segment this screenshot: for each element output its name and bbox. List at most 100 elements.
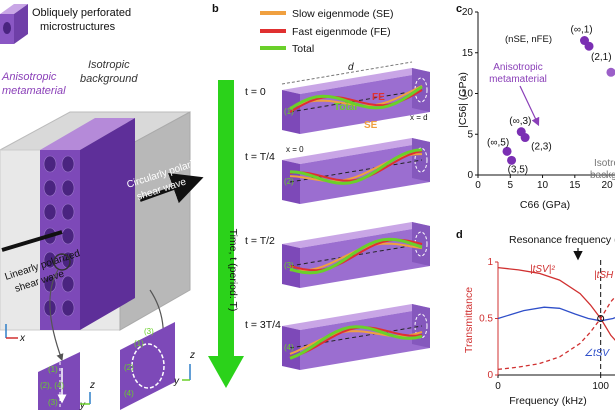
xd-label: x = d <box>410 113 428 122</box>
d-series-line <box>497 306 615 322</box>
unit-cell-top <box>0 4 28 14</box>
right-axis-z: z <box>189 350 195 361</box>
metamaterial-hole <box>43 203 57 221</box>
right-inset-plane <box>120 322 175 410</box>
c-point-label: (3,5) <box>508 164 529 175</box>
left-inset-label-3: (3) <box>48 398 58 407</box>
total-wave <box>289 325 423 360</box>
legend-total: Total <box>292 43 314 55</box>
isotropic-label-2: background <box>80 73 138 85</box>
c-point <box>606 67 615 77</box>
c-point-label: (∞,5) <box>487 137 509 148</box>
right-inset-label-4: (4) <box>124 389 134 398</box>
metamaterial-hole <box>43 251 57 269</box>
c-point <box>502 146 512 156</box>
mode-label-se: SE <box>364 120 378 131</box>
length-label: d <box>348 62 354 73</box>
metamaterial-hole <box>61 299 75 317</box>
c-point <box>507 155 517 165</box>
c-point <box>520 133 530 143</box>
mode-box-top <box>282 138 430 164</box>
c-y-tick-label: 20 <box>462 7 474 18</box>
c-x-tick-label: 20 <box>602 180 614 191</box>
metamaterial-label-2: metamaterial <box>489 74 547 85</box>
mode-box-face <box>300 308 430 370</box>
mode-box-ring <box>414 77 428 103</box>
microstructure-label-1: Obliquely perforated <box>32 7 131 19</box>
mode-box-ring <box>414 231 428 257</box>
left-inset-label-1: (1) <box>48 365 58 374</box>
time-axis-label: Time, t (period: T) <box>227 229 239 312</box>
d-y-tick-label: 0.5 <box>479 314 493 325</box>
metamaterial-hole <box>43 179 57 197</box>
c-x-tick-label: 10 <box>537 180 549 191</box>
unit-cell-hole <box>3 22 11 34</box>
curve-label-sv: |tSV|² <box>530 264 555 275</box>
d-y-tick-label: 0 <box>487 370 493 381</box>
right-axis-y: y <box>173 376 180 387</box>
metamaterial-pointer <box>519 85 540 127</box>
c-y-tick-label: 10 <box>462 89 474 100</box>
total-wave <box>289 237 423 275</box>
c-y-tick-label: 15 <box>462 48 474 59</box>
curve-label-phase: ∠tSV <box>584 348 610 359</box>
c-point-label: (∞,1) <box>571 25 593 36</box>
panel-d-ylabel: Transmittance <box>463 287 475 353</box>
d-y-tick-label: 1 <box>487 257 493 268</box>
legend-fe: Fast eigenmode (FE) <box>292 26 391 38</box>
panel-d-xlabel: Frequency (kHz) <box>509 395 587 407</box>
panel-c-letter: c <box>456 3 462 15</box>
panel-c-points: (∞,1)(2,1)(∞,3)(2,3)(∞,5)(3,5) <box>487 25 615 175</box>
leader-left <box>49 269 64 362</box>
linear-wave-arrow <box>1 230 63 252</box>
d-x-tick-label: 0 <box>495 381 501 392</box>
panel-c-ylabel: |C56| (GPa) <box>457 72 469 128</box>
c-x-tick-label: 15 <box>569 180 581 191</box>
curve-label-sh: |tSH <box>594 270 614 281</box>
mode-label-fe: FE <box>372 92 385 103</box>
time-arrow <box>208 80 244 388</box>
isotropic-label-1-c: Isotro <box>594 158 615 169</box>
axis-x-label: x <box>19 333 26 344</box>
anisotropic-label-2: metamaterial <box>2 85 66 97</box>
microstructure-label-2: microstructures <box>40 21 116 33</box>
anisotropic-label-1: Anisotropic <box>1 71 57 83</box>
mode-box-ring <box>414 147 428 173</box>
mode-box-top <box>282 68 430 94</box>
isotropic-label-1: Isotropic <box>88 59 130 71</box>
metamaterial-hole <box>61 203 75 221</box>
c-point-label: (2,1) <box>591 52 612 63</box>
d-x-tick-label: 100 <box>592 381 609 392</box>
c-x-tick-label: 0 <box>475 180 481 191</box>
d-series-line <box>497 296 615 371</box>
c-y-tick-label: 0 <box>467 170 473 181</box>
left-inset-label-2: (2), (4) <box>40 381 64 390</box>
mode-box-top <box>282 304 430 330</box>
total-wave <box>289 148 423 185</box>
total-wave <box>289 85 423 111</box>
mode-box-label: (2) <box>284 177 294 186</box>
panel-b: b Slow eigenmode (SE) Fast eigenmode (FE… <box>208 3 430 388</box>
mode-box-top <box>282 222 430 248</box>
metamaterial-side <box>80 118 135 330</box>
circular-wave-arrow <box>139 173 204 204</box>
metamaterial-top <box>40 118 135 150</box>
time-label-3: t = 3T/4 <box>245 319 281 331</box>
mode-label-total: Total <box>334 102 357 113</box>
right-inset-label-3: (3) <box>144 327 154 336</box>
x0-label: x = 0 <box>286 145 304 154</box>
mode-box-label: (3) <box>284 261 294 270</box>
left-inset-plane <box>38 352 80 410</box>
panel-c-xlabel: C66 (GPa) <box>520 199 570 211</box>
panel-c-legend: (nSE, nFE) <box>505 34 552 45</box>
right-inset-label-2: (2) <box>124 363 134 372</box>
panel-b-letter: b <box>212 3 219 15</box>
panel-a: Obliquely perforated microstructures Ani… <box>0 4 210 410</box>
mode-box-ring <box>414 313 428 339</box>
c-y-tick-label: 5 <box>467 129 473 140</box>
right-inset-label-1: (1) <box>134 339 144 348</box>
metamaterial-hole <box>43 155 57 173</box>
c-point-label: (2,3) <box>531 142 552 153</box>
